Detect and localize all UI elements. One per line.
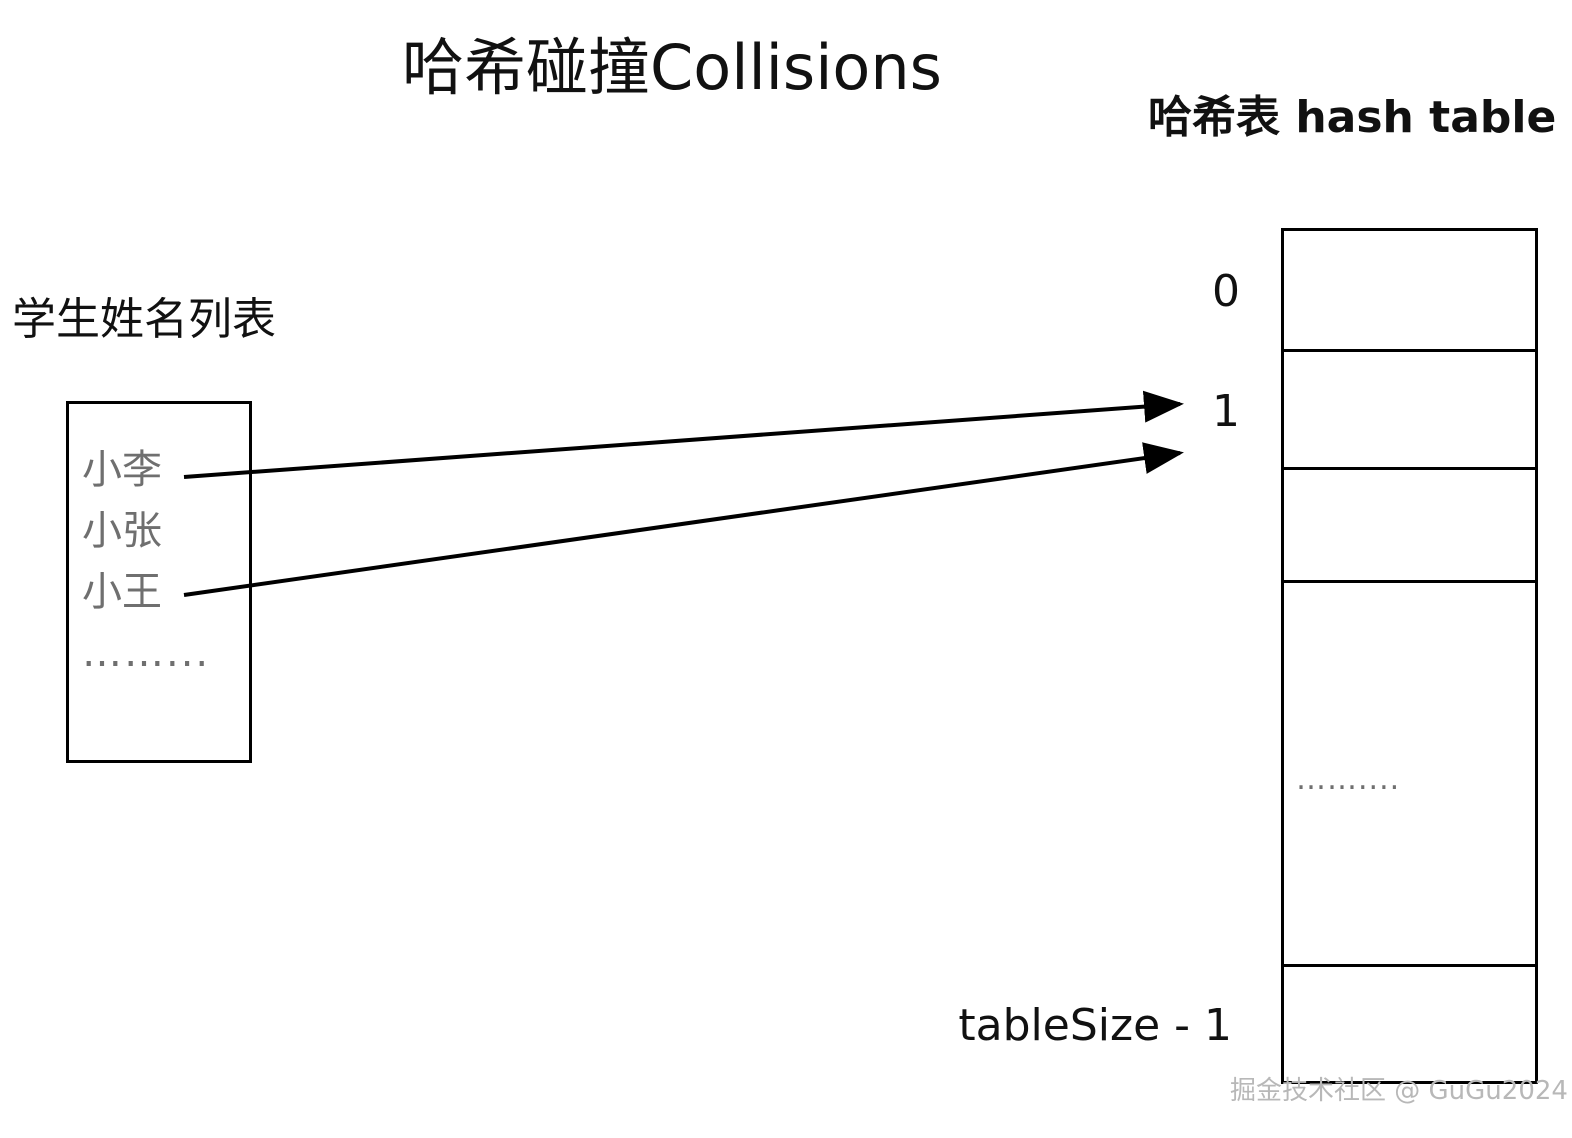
arrow-xiaowang-to-slot-1 [183, 442, 1184, 597]
watermark: 掘金技术社区 @ GuGu2024 [1230, 1076, 1568, 1106]
diagram-title: 哈希碰撞Collisions [402, 31, 942, 104]
hash-table-slot-divider [1284, 467, 1535, 470]
arrow-xiaoli-to-slot-1 [183, 390, 1184, 479]
student-list-ellipsis: ……... [82, 630, 211, 676]
index-label-last: tableSize - 1 [958, 1000, 1232, 1051]
student-name: 小王 [82, 569, 162, 615]
student-name: 小李 [82, 447, 162, 493]
index-label-0: 0 [1212, 266, 1240, 317]
hash-table-slot-divider [1284, 349, 1535, 352]
hash-table-slot-divider [1284, 964, 1535, 967]
hash-table-slot-divider [1284, 580, 1535, 583]
student-name: 小张 [82, 508, 162, 554]
student-list-title: 学生姓名列表 [12, 294, 276, 345]
hash-table-ellipsis: …….... [1296, 762, 1401, 797]
hash-table [1281, 228, 1538, 1084]
index-label-1: 1 [1212, 386, 1240, 437]
hash-table-title: 哈希表 hash table [1148, 92, 1557, 143]
